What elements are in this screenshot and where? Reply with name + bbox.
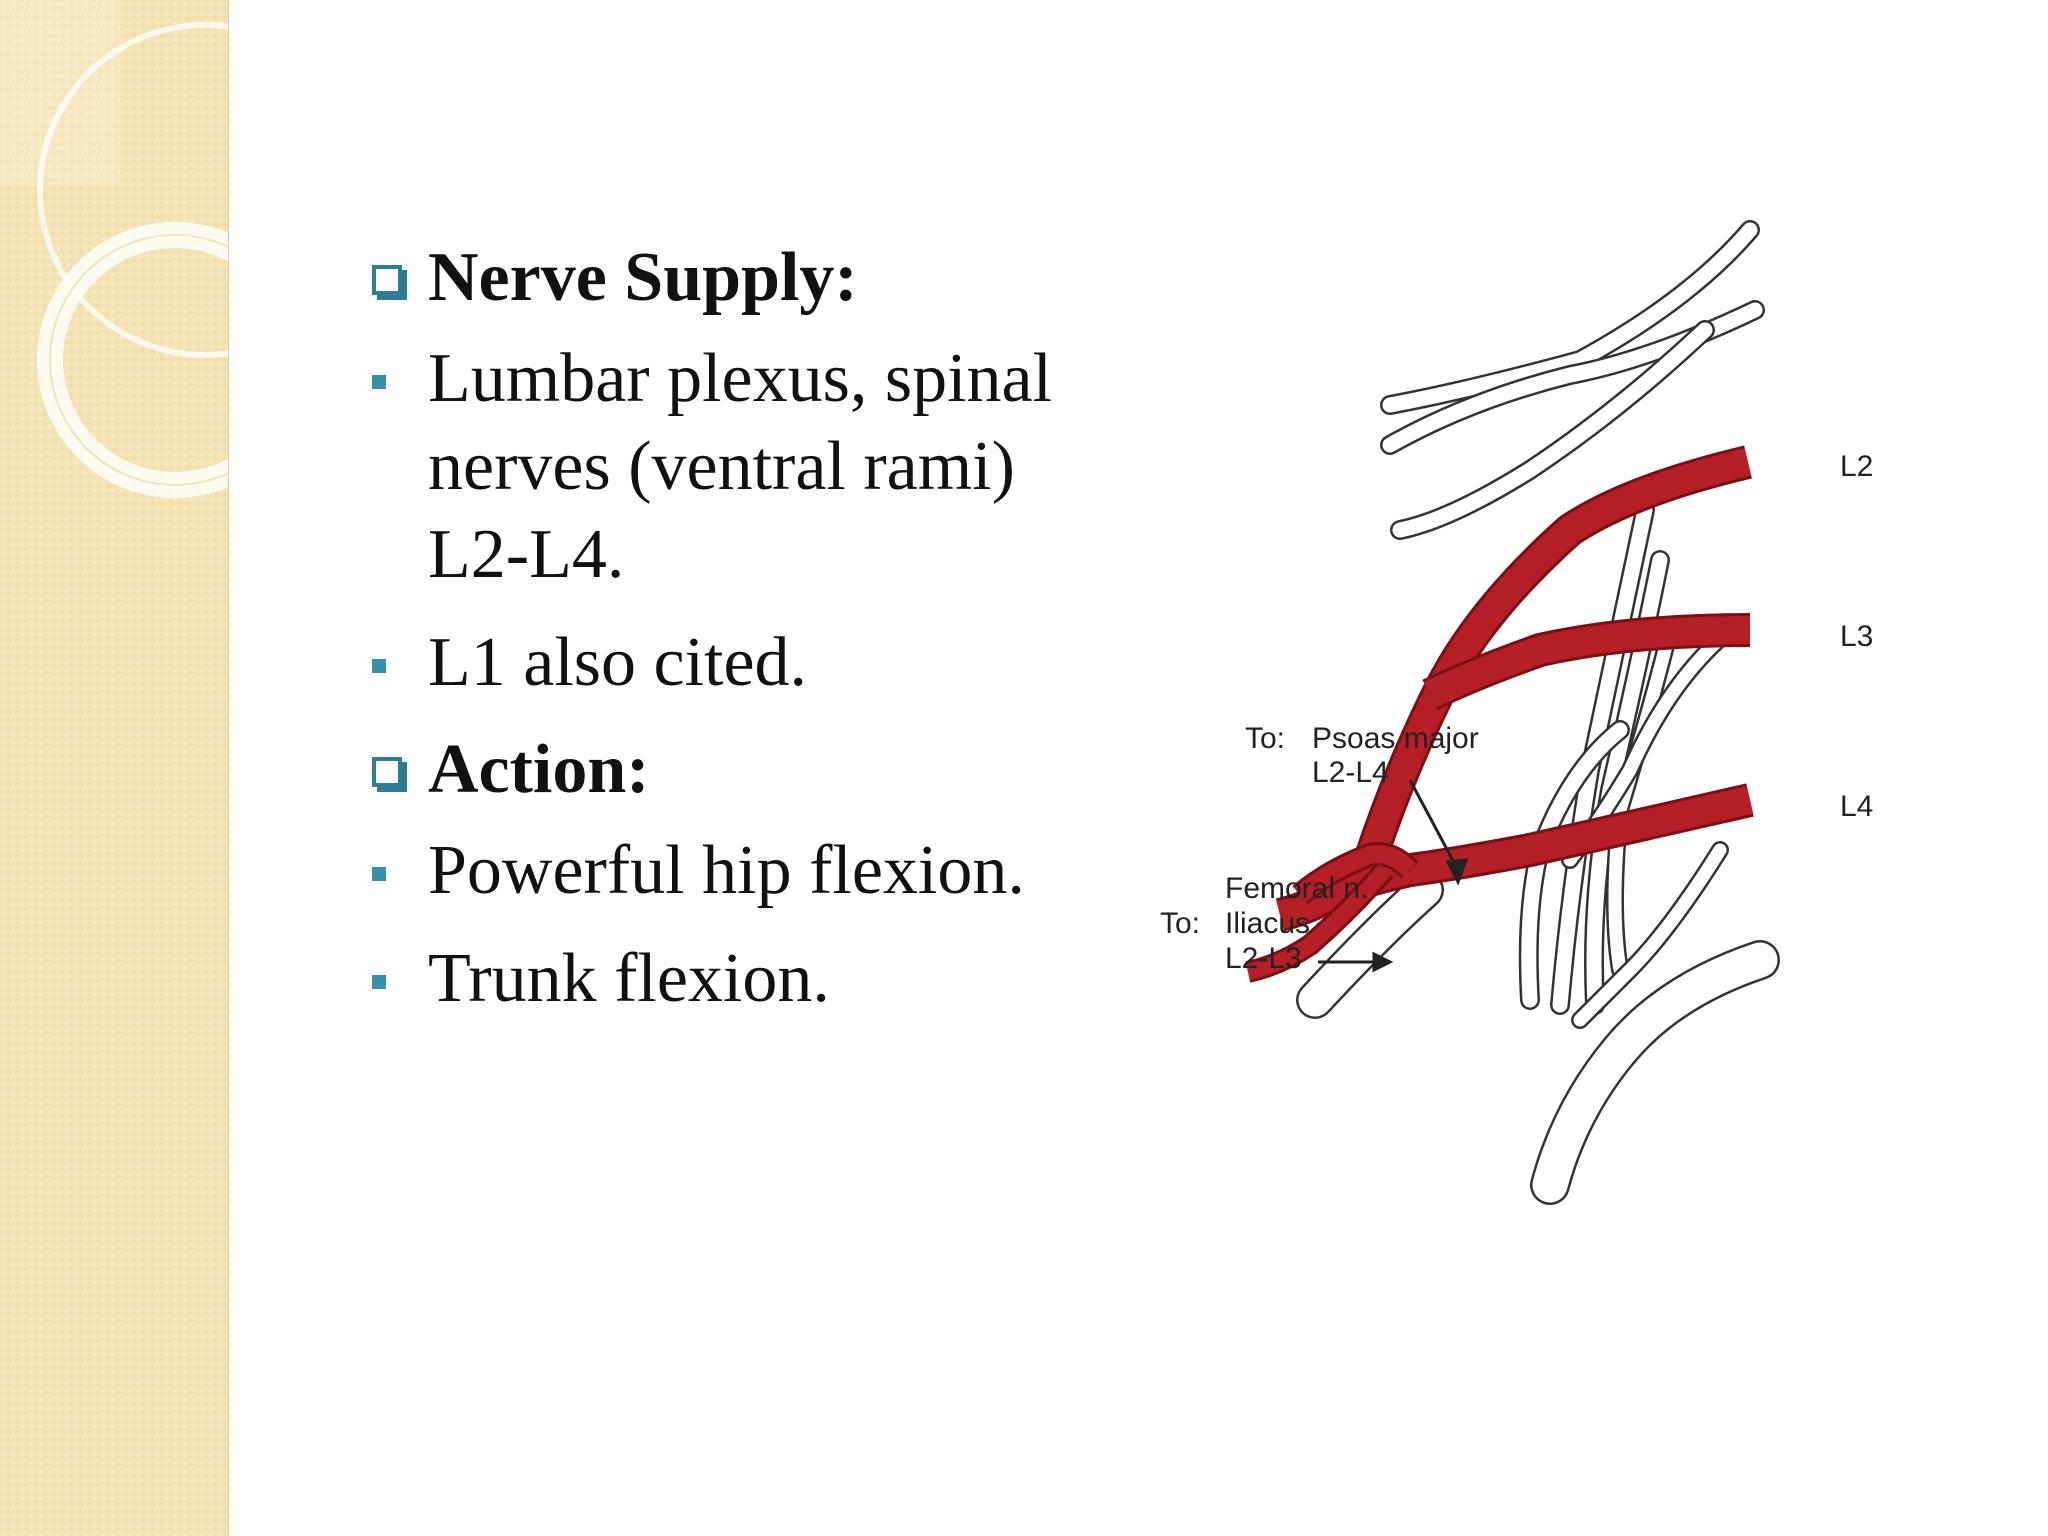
label-l2: L2 [1840, 450, 1874, 483]
bullet-item: Lumbar plexus, spinal nerves (ventral ra… [366, 335, 1106, 599]
nerve-illustration [1245, 220, 1780, 1205]
bullet-item: Trunk flexion. [366, 935, 1106, 1023]
label-psoas-levels: L2-L4 [1312, 756, 1389, 789]
label-l4: L4 [1840, 790, 1874, 823]
checkbox-bullet-icon [372, 265, 402, 295]
label-psoas-to: To: [1245, 722, 1286, 755]
label-l3: L3 [1840, 620, 1874, 653]
section-heading-action: Action: [366, 727, 1106, 813]
label-femoral-nerve: Femoral n. [1225, 872, 1369, 905]
label-iliacus: Iliacus [1225, 907, 1311, 940]
heading-text: Action: [428, 731, 650, 808]
bullet-text: L1 also cited. [428, 624, 808, 701]
label-iliacus-levels: L2-L3 [1225, 942, 1302, 975]
label-psoas-major: Psoas major [1312, 722, 1479, 755]
bullet-text: Lumbar plexus, spinal nerves (ventral ra… [428, 340, 1053, 593]
bullet-text: Trunk flexion. [428, 940, 830, 1017]
section-heading-nerve-supply: Nerve Supply: [366, 235, 1106, 321]
bullet-text: Powerful hip flexion. [428, 832, 1025, 909]
decorative-rings [37, 22, 228, 498]
heading-text: Nerve Supply: [428, 239, 858, 316]
bullet-item: L1 also cited. [366, 619, 1106, 707]
square-bullet-icon [372, 659, 386, 673]
checkbox-bullet-icon [372, 757, 402, 787]
slide-content: Nerve Supply: Lumbar plexus, spinal nerv… [366, 235, 1106, 1043]
label-iliacus-to: To: [1160, 907, 1201, 940]
square-bullet-icon [372, 867, 386, 881]
square-bullet-icon [372, 375, 386, 389]
bullet-item: Powerful hip flexion. [366, 827, 1106, 915]
square-bullet-icon [372, 975, 386, 989]
lumbar-plexus-diagram: L2 L3 L4 To: Psoas major L2-L4 Femoral n… [1150, 210, 2010, 1220]
